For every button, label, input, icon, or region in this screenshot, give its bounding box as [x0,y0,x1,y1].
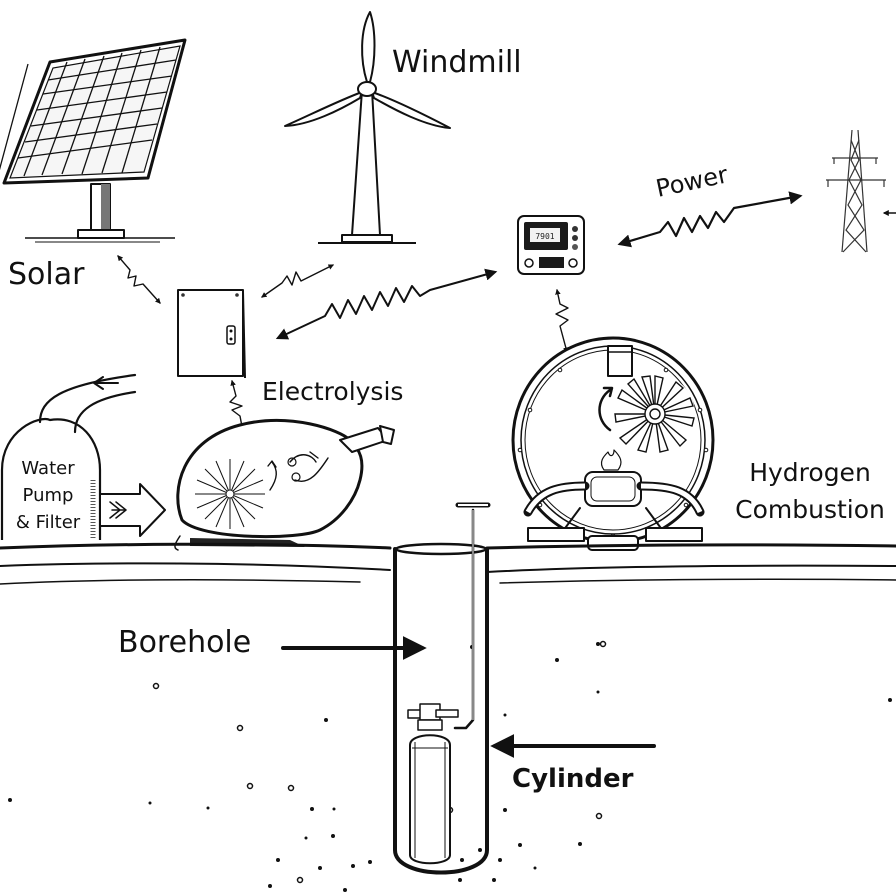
power-label: Power [653,160,730,203]
dial-icon [568,258,578,268]
cabinet-controller-arrow [275,268,498,340]
hydrogen-combustion-engine [511,336,715,551]
solar-power-arrow [117,255,161,304]
ground-surface [0,542,896,585]
water-pump-label-2: Pump [23,485,74,506]
cylinder-label: Cylinder [512,764,634,794]
water-pump-filter [0,373,137,540]
cabinet-electrolysis-arrow [229,379,245,434]
solar-panel-icon [0,38,187,243]
controller-display-reading: 7901 [535,232,554,241]
electrolysis-unit [174,418,395,551]
turbine-fan-icon [614,374,695,454]
borehole-label: Borehole [118,625,251,660]
flow-chevron-icon [109,501,127,519]
flame-icon [600,449,622,471]
water-pump-label-3: & Filter [16,512,81,533]
controller-meter [517,215,585,275]
water-flow-arrow [101,483,166,537]
water-pump-label-1: Water [21,458,75,479]
power-arrow-grid [617,191,803,248]
dial-icon [524,258,534,268]
hydrogen-label-2: Combustion [735,495,885,524]
solar-label: Solar [8,257,85,292]
windmill-label: Windmill [392,45,522,80]
borehole-shaft [393,502,491,875]
transmission-tower-icon [826,129,886,253]
wind-power-arrow [261,264,335,298]
controller-combustion-arrow [555,288,569,354]
electrical-cabinet-icon [177,289,246,379]
wind-turbine-icon [284,11,451,244]
gas-cylinder [407,703,459,865]
electrolysis-label: Electrolysis [262,377,403,406]
hydrogen-label-1: Hydrogen [749,458,871,487]
